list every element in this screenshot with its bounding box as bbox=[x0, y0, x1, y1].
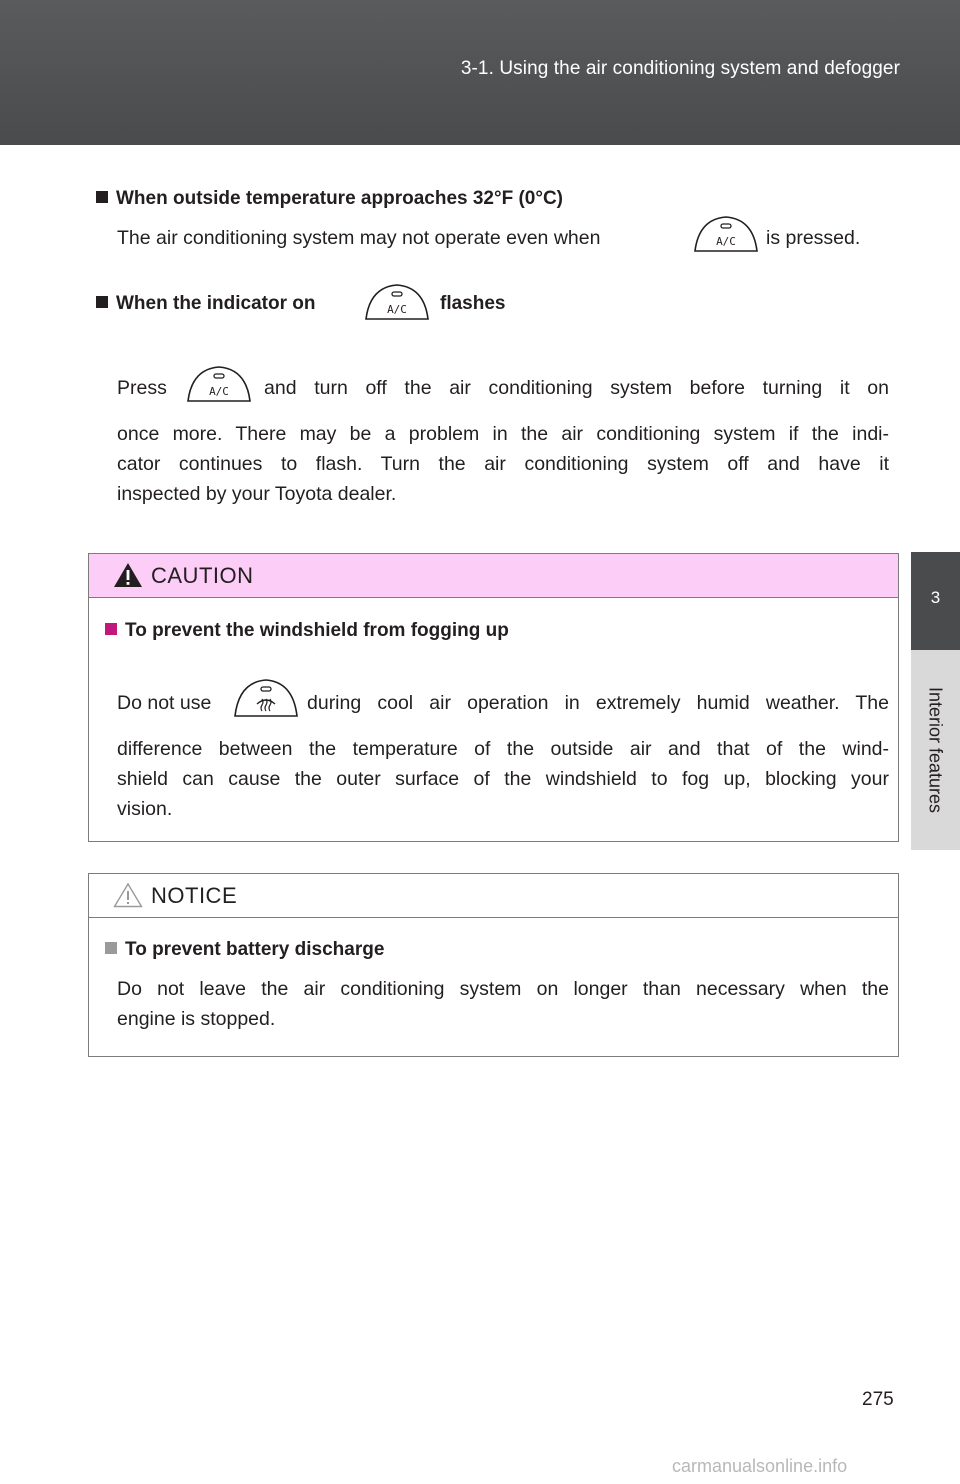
caution-label: CAUTION bbox=[151, 563, 254, 588]
ac-button-icon: A/C bbox=[693, 215, 759, 253]
heading-outside-temperature: When outside temperature approaches 32°F… bbox=[96, 187, 563, 211]
indicator-line-1: and turn off the air conditioning system… bbox=[264, 377, 889, 399]
header-band bbox=[0, 0, 960, 145]
warning-triangle-icon bbox=[113, 562, 143, 593]
outside-temp-text-b: is pressed. bbox=[766, 227, 861, 249]
caution-line-1: during cool air operation in extremely h… bbox=[307, 692, 889, 714]
square-bullet bbox=[96, 191, 108, 203]
chapter-label: Interior features bbox=[925, 686, 946, 814]
outside-temp-text-a: The air conditioning system may not oper… bbox=[117, 227, 601, 249]
square-bullet bbox=[105, 623, 117, 635]
heading-indicator-flashes: When the indicator on bbox=[96, 292, 316, 316]
caution-header: CAUTION bbox=[89, 554, 898, 598]
indicator-line-4: inspected by your Toyota dealer. bbox=[117, 483, 397, 505]
warning-triangle-outline-icon bbox=[113, 882, 143, 913]
caution-box: CAUTION To prevent the windshield from f… bbox=[88, 553, 899, 842]
caution-line-3: shield can cause the outer surface of th… bbox=[117, 768, 889, 790]
watermark: carmanualsonline.info bbox=[672, 1456, 848, 1476]
caution-line-4: vision. bbox=[117, 798, 173, 820]
caution-line-2: difference between the temperature of th… bbox=[117, 738, 889, 760]
caution-text-a: Do not use bbox=[117, 692, 212, 714]
chapter-tab-label-area bbox=[911, 650, 960, 850]
notice-header: NOTICE bbox=[89, 874, 898, 918]
square-bullet bbox=[105, 942, 117, 954]
notice-label: NOTICE bbox=[151, 883, 238, 908]
heading-indicator-flashes-end: flashes bbox=[440, 293, 506, 314]
ac-button-icon: A/C bbox=[364, 283, 430, 321]
svg-text:A/C: A/C bbox=[716, 235, 736, 248]
notice-line-1: Do not leave the air conditioning system… bbox=[117, 978, 889, 1000]
notice-box: NOTICE To prevent battery discharge Do n… bbox=[88, 873, 899, 1057]
indicator-press-text: Press bbox=[117, 377, 167, 399]
notice-line-2: engine is stopped. bbox=[117, 1008, 276, 1030]
chapter-number: 3 bbox=[930, 588, 941, 607]
caution-subheading: To prevent the windshield from fogging u… bbox=[105, 619, 509, 643]
indicator-line-3: cator continues to flash. Turn the air c… bbox=[117, 453, 889, 475]
ac-button-icon: A/C bbox=[186, 365, 252, 403]
svg-text:A/C: A/C bbox=[387, 303, 407, 316]
indicator-line-2: once more. There may be a problem in the… bbox=[117, 423, 889, 445]
section-title: 3-1. Using the air conditioning system a… bbox=[460, 58, 900, 79]
windshield-defroster-icon bbox=[233, 678, 299, 718]
svg-text:A/C: A/C bbox=[209, 385, 229, 398]
page-number: 275 bbox=[862, 1389, 894, 1410]
notice-subheading: To prevent battery discharge bbox=[105, 938, 384, 962]
square-bullet bbox=[96, 296, 108, 308]
chapter-tab bbox=[911, 552, 960, 650]
